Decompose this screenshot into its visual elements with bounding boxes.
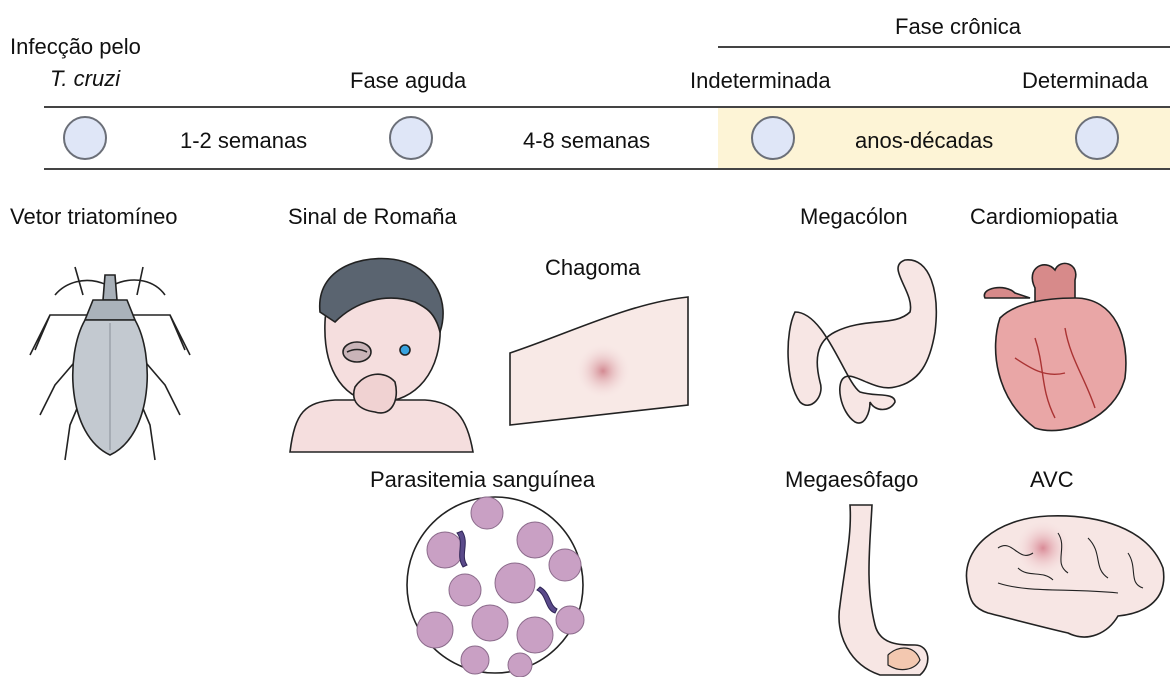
chronic-phase-bracket — [718, 46, 1170, 48]
cardiomyopathy-title: Cardiomiopatia — [970, 204, 1118, 230]
triatomine-bug-icon — [15, 255, 205, 465]
esophagus-icon — [820, 505, 935, 677]
romana-title: Sinal de Romaña — [288, 204, 457, 230]
parasitemia-title: Parasitemia sanguínea — [370, 467, 595, 493]
vector-title: Vetor triatomíneo — [10, 204, 178, 230]
stroke-title: AVC — [1030, 467, 1074, 493]
skin-chagoma-icon — [510, 293, 690, 433]
determinate-label: Determinada — [1022, 68, 1148, 94]
infection-label: Infecção pelo — [10, 34, 141, 60]
interval-1-label: 1-2 semanas — [180, 128, 307, 154]
chagoma-title: Chagoma — [545, 255, 640, 281]
interval-3-label: anos-décadas — [855, 128, 993, 154]
child-romana-icon — [285, 252, 475, 452]
indeterminate-label: Indeterminada — [690, 68, 831, 94]
timeline-top-rule — [44, 106, 1170, 108]
indeterminate-marker — [751, 116, 795, 160]
brain-icon — [958, 508, 1168, 648]
acute-phase-label: Fase aguda — [350, 68, 466, 94]
determinate-marker — [1075, 116, 1119, 160]
colon-icon — [775, 252, 955, 432]
infection-marker — [63, 116, 107, 160]
megaesophagus-title: Megaesôfago — [785, 467, 918, 493]
acute-marker — [389, 116, 433, 160]
pathogen-label: T. cruzi — [50, 66, 120, 92]
blood-smear-icon — [405, 495, 585, 675]
heart-icon — [975, 258, 1135, 438]
interval-2-label: 4-8 semanas — [523, 128, 650, 154]
timeline-bottom-rule — [44, 168, 1170, 170]
chronic-phase-label: Fase crônica — [895, 14, 1021, 40]
megacolon-title: Megacólon — [800, 204, 908, 230]
